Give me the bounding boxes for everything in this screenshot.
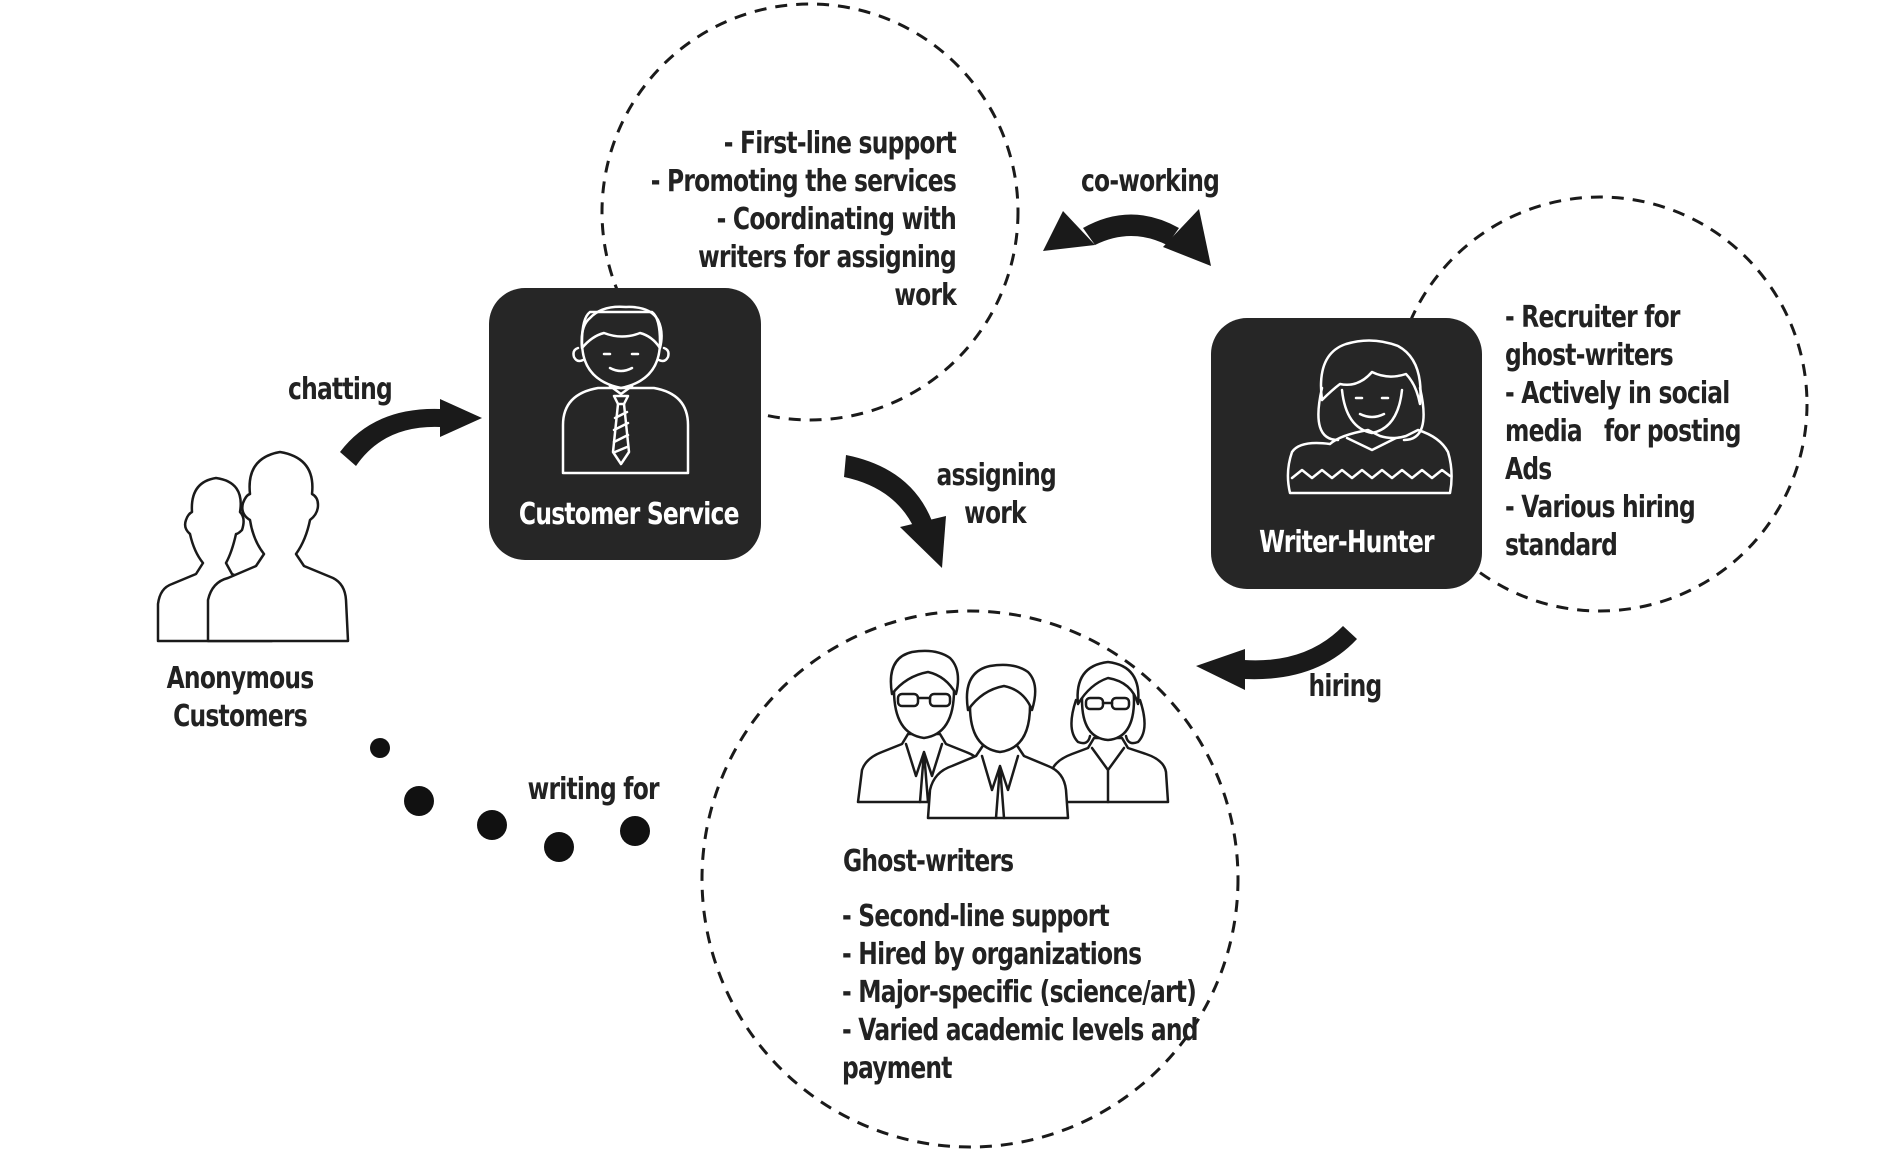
- customer-service-duty-5: work: [894, 278, 956, 313]
- customer-service-bubble: [600, 2, 1020, 422]
- writer-hunter-duty-1: - Recruiter for: [1505, 300, 1680, 335]
- writer-hunter-duties: - Recruiter for ghost-writers - Actively…: [1505, 299, 1742, 565]
- writer-hunter-duty-2: ghost-writers: [1505, 338, 1674, 373]
- customer-service-duty-2: - Promoting the services: [650, 164, 957, 199]
- writer-hunter-duty-6: - Various hiring: [1505, 490, 1696, 525]
- hiring-label: hiring: [1308, 669, 1383, 704]
- assigning-work-arrow: [844, 455, 946, 568]
- co-working-arrow: [1043, 209, 1211, 266]
- anonymous-customers-icon: [156, 450, 350, 643]
- ghost-writers-duty-3: - Major-specific (science/art): [842, 975, 1197, 1010]
- assigning-work-line2: work: [964, 496, 1026, 531]
- customer-service-icon: [561, 305, 690, 475]
- hiring-arrow: [1196, 626, 1357, 690]
- assigning-work-line1: assigning: [936, 458, 1057, 493]
- customer-service-title: Customer Service: [518, 497, 740, 532]
- ghost-writers-duty-2: - Hired by organizations: [842, 937, 1142, 972]
- writer-hunter-bubble: [1391, 195, 1809, 613]
- anonymous-customers-line1: Anonymous: [166, 661, 315, 696]
- ghost-writers-duties: - Second-line support - Hired by organiz…: [842, 898, 1199, 1088]
- writer-hunter-duty-3: - Actively in social: [1505, 376, 1730, 411]
- ghost-writers-duty-1: - Second-line support: [842, 899, 1110, 934]
- anonymous-customers-label: Anonymous Customers: [162, 660, 318, 736]
- writing-for-dotted-arrow: [370, 738, 650, 862]
- anonymous-customers-line2: Customers: [173, 699, 308, 734]
- writer-hunter-duty-4: media for posting: [1505, 414, 1742, 449]
- chatting-label: chatting: [288, 372, 393, 407]
- co-working-label: co-working: [1080, 164, 1220, 199]
- customer-service-duty-3: - Coordinating with: [716, 202, 957, 237]
- ghost-writers-duty-4: - Varied academic levels and: [842, 1013, 1199, 1048]
- ghost-writers-title: Ghost-writers: [843, 844, 1014, 879]
- chatting-arrow: [340, 399, 482, 466]
- assigning-work-label: assigning work: [936, 457, 1057, 533]
- ghost-writers-duty-5: payment: [842, 1051, 952, 1086]
- customer-service-duties: - First-line support - Promoting the ser…: [647, 125, 957, 315]
- writer-hunter-duty-5: Ads: [1505, 452, 1552, 487]
- ghost-writers-bubble: [700, 609, 1240, 1149]
- customer-service-duty-4: writers for assigning: [698, 240, 957, 275]
- ghost-writers-icon: [856, 649, 1170, 820]
- writing-for-label: writing for: [527, 772, 660, 807]
- customer-service-duty-1: - First-line support: [723, 126, 957, 161]
- writer-hunter-title: Writer-Hunter: [1259, 525, 1434, 560]
- writer-hunter-duty-7: standard: [1505, 528, 1618, 563]
- writer-hunter-icon: [1286, 339, 1453, 495]
